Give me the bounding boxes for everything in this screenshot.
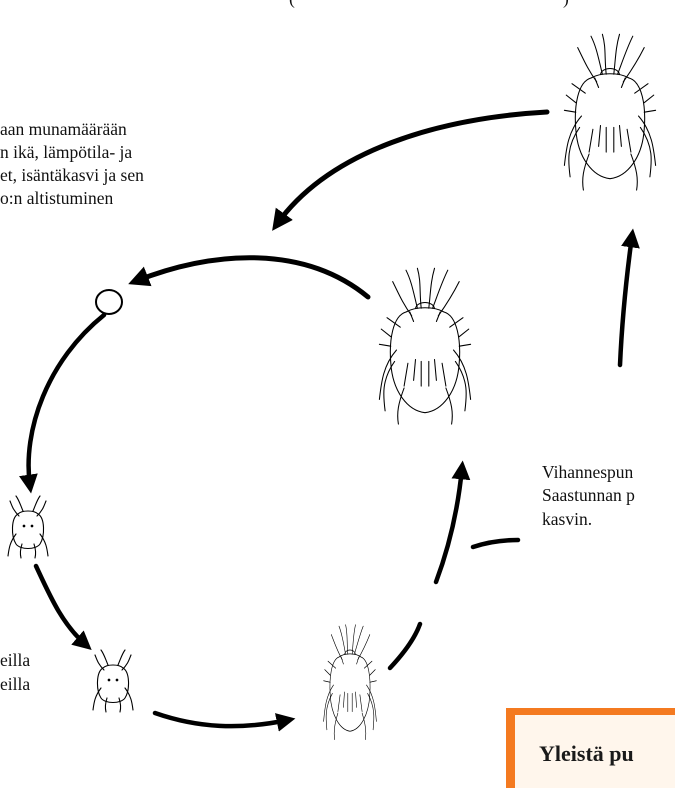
arrow-to-egg [136, 258, 368, 297]
arrow-protonymph-to-deutonymph [155, 713, 288, 726]
lifecycle-arrows [29, 112, 632, 726]
protonymph-mite-icon [93, 650, 133, 712]
deutonymph-mite-icon [324, 625, 377, 740]
info-box-title: Yleistä pu [515, 715, 675, 788]
adult-mite-icon [379, 268, 470, 424]
larva-mite-icon [8, 496, 48, 558]
arrow-adult-to-left [277, 112, 547, 224]
arrow-up-to-adult [436, 468, 462, 582]
adult-female-mite-icon [564, 34, 655, 190]
egg-icon [96, 290, 122, 314]
arrow-deutonymph-up [390, 624, 420, 668]
arrow-right-stub [473, 540, 518, 547]
arrow-up-right [620, 236, 632, 365]
info-box: Yleistä pu [506, 708, 675, 788]
arrow-egg-to-larva [29, 315, 104, 486]
arrow-larva-to-protonymph [36, 566, 86, 645]
